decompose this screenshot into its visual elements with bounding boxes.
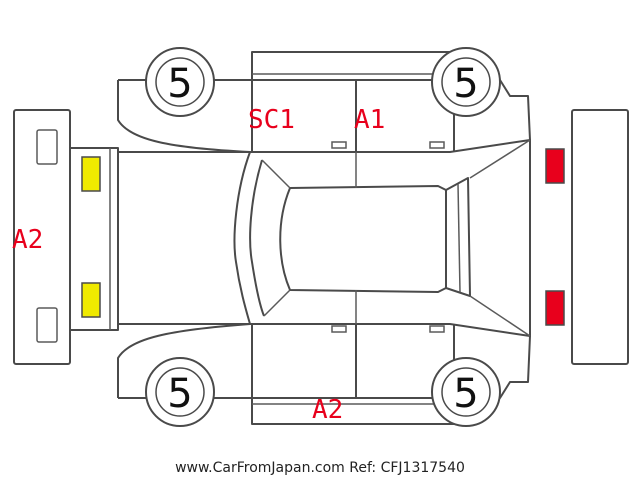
tire-rear-left: 5 [145, 357, 215, 427]
damage-mark-a2-bottom: A2 [312, 395, 343, 425]
tire-rear-right: 5 [431, 357, 501, 427]
damage-mark-a2-front: A2 [12, 225, 43, 255]
car-body [69, 139, 531, 337]
front-lamp-top [81, 156, 101, 192]
tire-front-left-label: 5 [167, 61, 192, 107]
damage-mark-a1: A1 [354, 105, 385, 135]
front-lamp-bottom [81, 282, 101, 318]
footer-reference: www.CarFromJapan.com Ref: CFJ1317540 [175, 460, 465, 476]
tire-rear-right-label: 5 [453, 371, 478, 417]
tire-front-left: 5 [145, 47, 215, 117]
tire-front-right-label: 5 [453, 61, 478, 107]
tire-front-right: 5 [431, 47, 501, 117]
rear-bumper [571, 109, 629, 365]
rear-lamp-top [545, 148, 565, 184]
side-top [117, 51, 531, 153]
tire-rear-left-label: 5 [167, 371, 192, 417]
rear-lamp-bottom [545, 290, 565, 326]
damage-mark-sc1: SC1 [248, 105, 295, 135]
